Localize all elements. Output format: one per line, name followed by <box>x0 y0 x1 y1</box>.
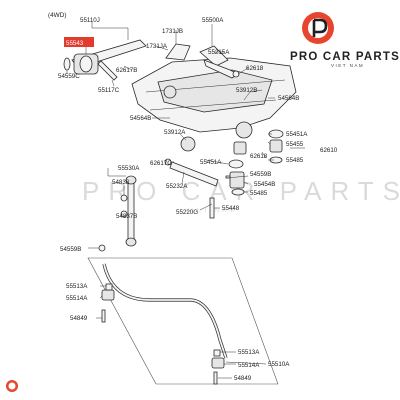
stabilizer-bar-box <box>87 257 279 385</box>
bushing <box>79 55 93 73</box>
bolt-54849-right <box>213 371 218 385</box>
bushing-54564b <box>163 85 177 99</box>
insulator-55451a-lower <box>228 159 244 169</box>
washer-55485-lower <box>231 188 245 196</box>
label-55215a: 55215A <box>208 49 230 56</box>
label-62617c: 62617C <box>150 160 172 167</box>
label-54849-right: 54849 <box>234 375 252 382</box>
mount-55500a <box>199 45 229 67</box>
bolt-62617c <box>164 158 172 166</box>
nut-54838 <box>120 194 128 202</box>
brand-subtitle: VIET NAM <box>331 63 364 68</box>
link-ball-joint-bottom <box>125 237 137 247</box>
stabilizer-link-55530a <box>98 175 137 252</box>
bolt-54849-left <box>101 309 106 323</box>
bracket-55454b <box>229 171 245 189</box>
label-55510a: 55510A <box>268 361 290 368</box>
label-62618-top: 62618 <box>246 65 264 72</box>
label-55110j: 55110J <box>80 17 100 24</box>
label-55530a: 55530A <box>118 165 140 172</box>
highlight-box-55543 <box>64 37 94 47</box>
leader-lines <box>66 22 305 379</box>
label-54564b-left: 54564B <box>130 115 151 122</box>
label-54564b-right: 54564B <box>278 95 299 102</box>
label-55232a: 55232A <box>166 183 188 190</box>
label-55220g: 55220G <box>176 209 198 216</box>
label-55513a-right: 55513A <box>238 349 260 356</box>
mount-1731jb <box>165 43 191 61</box>
label-62617b: 62617B <box>116 67 137 74</box>
label-1731ja: 1731JA <box>146 43 168 50</box>
label-55500a: 55500A <box>202 17 224 24</box>
lateral-link-55220g <box>169 161 219 187</box>
label-55455: 55455 <box>286 141 304 148</box>
label-54849-left: 54849 <box>70 315 88 322</box>
label-54838: 54838 <box>112 179 130 186</box>
bushing-53912a <box>180 136 196 152</box>
label-55514a-left: 55514A <box>66 295 88 302</box>
link-rod <box>127 177 135 245</box>
label-62618-mid: 62618 <box>250 153 268 160</box>
label-54837b: 54837B <box>116 213 137 220</box>
label-55454b: 55454B <box>254 181 275 188</box>
label-55514a-right: 55514A <box>238 362 260 369</box>
brand-logo-small <box>6 380 18 392</box>
label-55485-upper: 55485 <box>286 157 304 164</box>
stabilizer-bar-frame <box>87 257 279 385</box>
label-62610: 62610 <box>320 147 338 154</box>
label-55485-lower: 55485 <box>250 190 268 197</box>
part-labels: 55110J 55543 54559C 55117C 62617B 1731JB… <box>58 17 338 382</box>
bushing-55513a-left <box>105 283 113 291</box>
crossmember-62610 <box>131 43 297 152</box>
label-55117c: 55117C <box>98 87 120 94</box>
label-55451a-lower: 55451A <box>200 159 222 166</box>
link-ball-joint-top <box>125 175 137 185</box>
variant-label: (4WD) <box>48 12 66 19</box>
bolt-55448 <box>209 197 215 219</box>
label-53912b: 53912B <box>236 87 257 94</box>
label-55451a-upper: 55451A <box>286 131 308 138</box>
bushing-55455 <box>269 139 283 153</box>
mount-stack-right <box>225 129 284 196</box>
label-53912a: 53912A <box>164 129 186 136</box>
label-55543: 55543 <box>66 40 84 47</box>
washer-54559c <box>63 57 71 71</box>
nut-62618-mid <box>233 141 247 155</box>
label-55513a-left: 55513A <box>66 283 88 290</box>
label-54559b-left: 54559B <box>60 246 81 253</box>
label-1731jb: 1731JB <box>162 28 183 35</box>
brand-name: PRO CAR PARTS <box>290 51 400 63</box>
nut-62618-top <box>232 70 240 78</box>
crossmember-inner <box>157 69 273 113</box>
washer-54559b-left <box>98 244 106 252</box>
brand-logo: PRO CAR PARTS VIET NAM <box>290 12 400 68</box>
label-55448: 55448 <box>222 205 240 212</box>
bracket-55514a-left <box>101 289 115 301</box>
bracket-55514a-right <box>211 357 225 369</box>
label-54559b-right: 54559B <box>250 171 271 178</box>
bushing-55513a-right <box>213 349 221 357</box>
bushing-53912b <box>235 121 253 139</box>
bolt-55117c <box>97 60 118 81</box>
label-54559c: 54559C <box>58 73 80 80</box>
